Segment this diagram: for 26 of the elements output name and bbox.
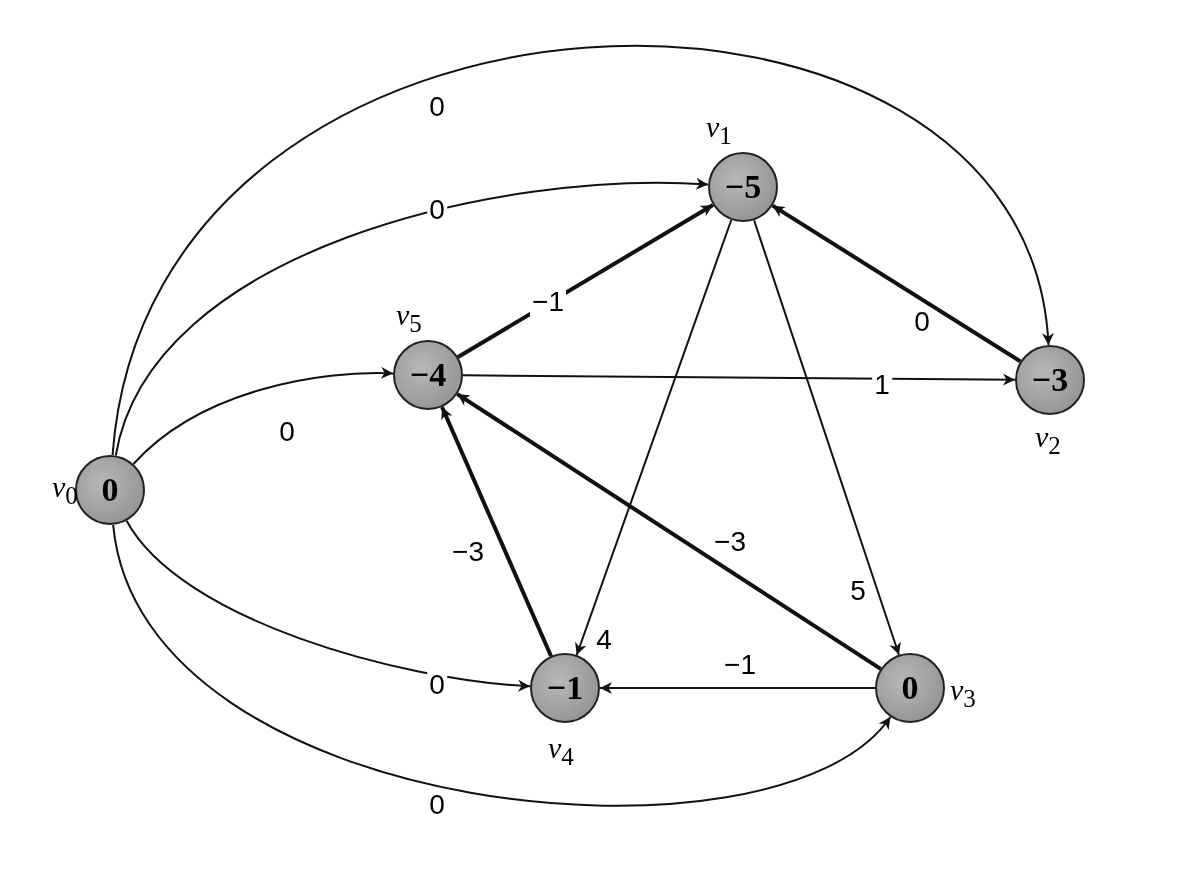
vertex-label: v$_{4}$ [548, 733, 574, 769]
edge-weight: −1 [530, 288, 566, 316]
arrow [111, 46, 1052, 457]
vertex-circle [75, 455, 145, 525]
vertex-value: 0 [901, 671, 919, 705]
arrow [114, 178, 710, 457]
arrow [753, 219, 901, 656]
vertex-label: v$_{0}$ [52, 472, 78, 508]
vertex-value: −5 [724, 170, 762, 204]
vertex-label: v$_{2}$ [1035, 422, 1061, 458]
arrow [575, 219, 733, 656]
arrow [125, 519, 532, 692]
arrow [599, 682, 876, 694]
arrow [440, 406, 553, 657]
vertex-value: −1 [546, 671, 584, 705]
arrow [112, 523, 892, 807]
vertex-value: −4 [409, 358, 447, 392]
vertex-value: −3 [1031, 363, 1069, 397]
vertex-value: 0 [101, 473, 119, 507]
vertex-label: v$_{1}$ [706, 112, 732, 148]
vertex-label: v$_{3}$ [950, 675, 976, 711]
arrow [771, 203, 1022, 364]
arrow [132, 367, 395, 465]
arrow [462, 373, 1016, 386]
arrow [456, 392, 882, 671]
vertex-label: v$_{5}$ [396, 300, 422, 336]
